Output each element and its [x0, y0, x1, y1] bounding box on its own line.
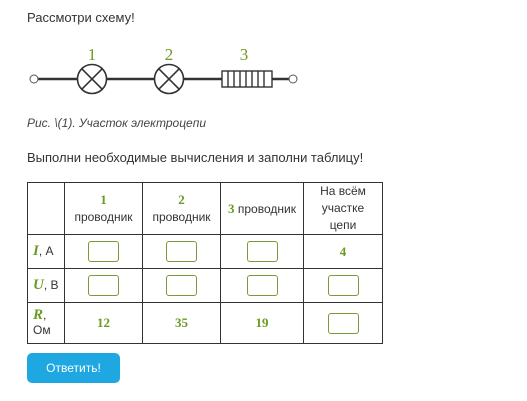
- header-label: На всём участке цепи: [320, 184, 366, 232]
- table-header-row: 1 проводник 2 проводник 3 проводник На в…: [27, 182, 383, 235]
- header-num: 2: [178, 192, 185, 207]
- value-r-1: 12: [97, 315, 110, 330]
- cell-r-3: 19: [220, 302, 304, 344]
- table-row-current: I, А 4: [27, 234, 383, 269]
- input-u-3[interactable]: [246, 275, 278, 296]
- value-i-total: 4: [339, 243, 347, 259]
- input-i-3[interactable]: [246, 241, 278, 262]
- cell-i-1: [64, 234, 143, 269]
- circuit-diagram: 1 2 3: [29, 45, 298, 95]
- header-conductor-2: 2 проводник: [142, 182, 221, 235]
- header-label: проводник: [74, 210, 133, 224]
- cell-i-2: [142, 234, 221, 269]
- header-label: проводник: [237, 201, 296, 216]
- header-conductor-1: 1 проводник: [64, 182, 143, 235]
- figure-caption: Рис. \(1). Участок электроцепи: [27, 116, 207, 130]
- input-u-total[interactable]: [327, 275, 359, 296]
- task-text: Выполни необходимые вычисления и заполни…: [27, 150, 364, 165]
- cell-i-3: [220, 234, 304, 269]
- cell-r-total: [303, 302, 383, 344]
- left-terminal: [29, 74, 39, 84]
- header-whole-circuit: На всём участке цепи: [303, 182, 383, 235]
- row-label-voltage: U, В: [27, 268, 65, 303]
- element-label-2: 2: [165, 45, 174, 64]
- element-label-1: 1: [88, 45, 97, 64]
- cell-r-1: 12: [64, 302, 143, 344]
- voltage-unit: , В: [43, 278, 59, 292]
- lamp-1-icon: [76, 63, 108, 95]
- header-empty-cell: [27, 182, 65, 235]
- cell-r-2: 35: [142, 302, 221, 344]
- intro-text: Рассмотри схему!: [27, 10, 135, 25]
- table-row-voltage: U, В: [27, 268, 383, 303]
- header-num: 1: [100, 192, 107, 207]
- header-label: проводник: [152, 210, 211, 224]
- cell-u-1: [64, 268, 143, 303]
- right-terminal: [288, 74, 298, 84]
- resistance-unit: , Ом: [33, 308, 51, 337]
- resistor-3-icon: [221, 70, 273, 88]
- cell-u-3: [220, 268, 304, 303]
- cell-u-2: [142, 268, 221, 303]
- current-symbol: I: [33, 243, 39, 259]
- current-unit: , А: [38, 244, 54, 258]
- input-i-1[interactable]: [88, 241, 119, 262]
- lamp-2-icon: [153, 63, 185, 95]
- input-u-1[interactable]: [88, 275, 119, 296]
- answer-button[interactable]: Ответить!: [27, 353, 120, 383]
- value-r-3: 19: [255, 315, 269, 330]
- cell-u-total: [303, 268, 383, 303]
- table-row-resistance: R, Ом 12 35 19: [27, 302, 383, 344]
- input-r-total[interactable]: [327, 312, 359, 334]
- cell-i-total: 4: [303, 234, 383, 269]
- row-label-resistance: R, Ом: [27, 302, 65, 344]
- input-u-2[interactable]: [166, 275, 197, 296]
- header-conductor-3: 3 проводник: [220, 182, 304, 235]
- value-r-2: 35: [175, 315, 188, 330]
- row-label-current: I, А: [27, 234, 65, 269]
- resistance-symbol: R: [33, 307, 44, 323]
- header-num: 3: [228, 200, 235, 216]
- voltage-symbol: U: [33, 277, 44, 293]
- input-i-2[interactable]: [166, 241, 197, 262]
- element-label-3: 3: [240, 45, 249, 64]
- values-table: 1 проводник 2 проводник 3 проводник На в…: [27, 182, 383, 344]
